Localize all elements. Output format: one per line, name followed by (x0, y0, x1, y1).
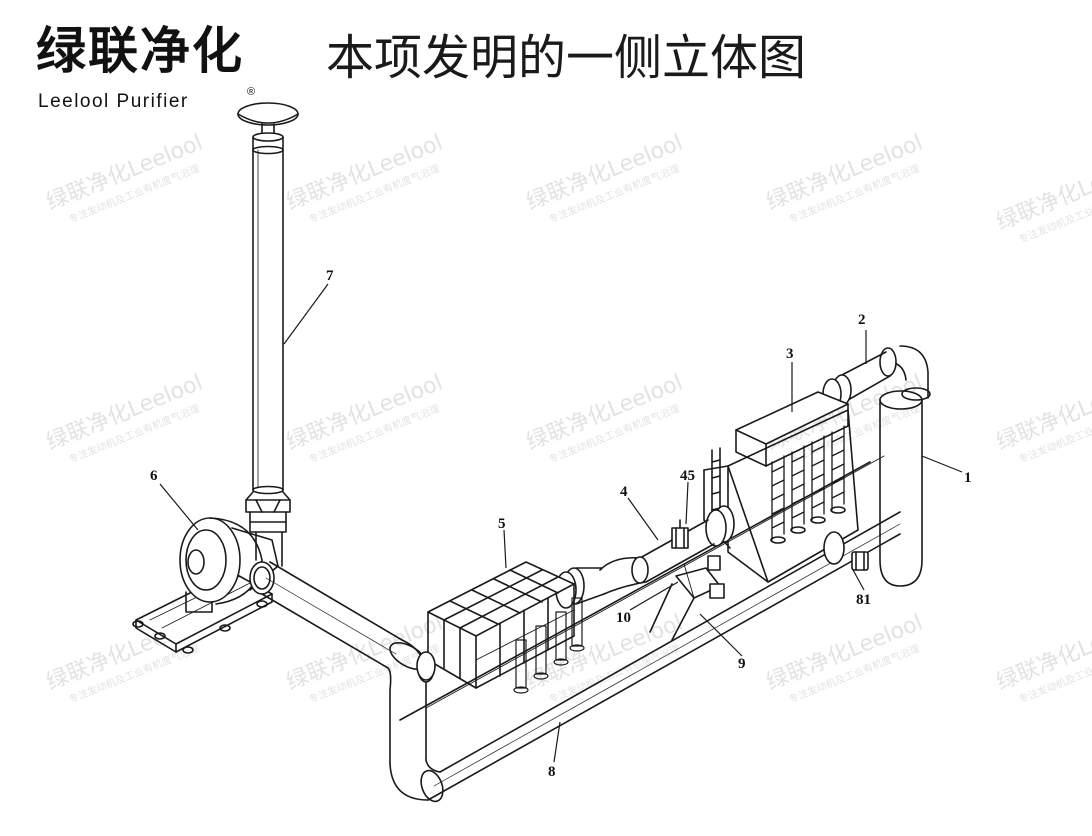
brand-logo-en: Leelool Purifier (38, 91, 189, 112)
callout-7: 7 (326, 268, 334, 284)
callout-81: 81 (856, 592, 871, 608)
registered-mark: ® (247, 86, 256, 98)
callout-8: 8 (548, 764, 556, 780)
chimney (237, 102, 299, 567)
callout-5: 5 (498, 516, 506, 532)
leader-lines (159, 283, 963, 763)
callout-10: 10 (616, 610, 631, 626)
middle-duct (555, 519, 725, 641)
right-vertical-ducts (879, 345, 931, 587)
callout-45: 45 (680, 468, 695, 484)
purification-unit-right (703, 391, 869, 583)
callout-3: 3 (786, 346, 794, 362)
callout-2: 2 (858, 312, 866, 328)
callout-4: 4 (620, 484, 628, 500)
callout-6: 6 (150, 468, 158, 484)
duct-fan-to-elbow (261, 561, 403, 669)
purification-unit-left (416, 561, 585, 694)
brand-logo-cn: 绿联净化 (36, 22, 244, 80)
callout-labels: 1 2 3 4 45 5 6 7 8 81 9 10 (150, 268, 972, 780)
callout-1: 1 (964, 470, 972, 486)
page-title: 本项发明的一侧立体图 (326, 30, 807, 86)
callout-9: 9 (738, 656, 746, 672)
